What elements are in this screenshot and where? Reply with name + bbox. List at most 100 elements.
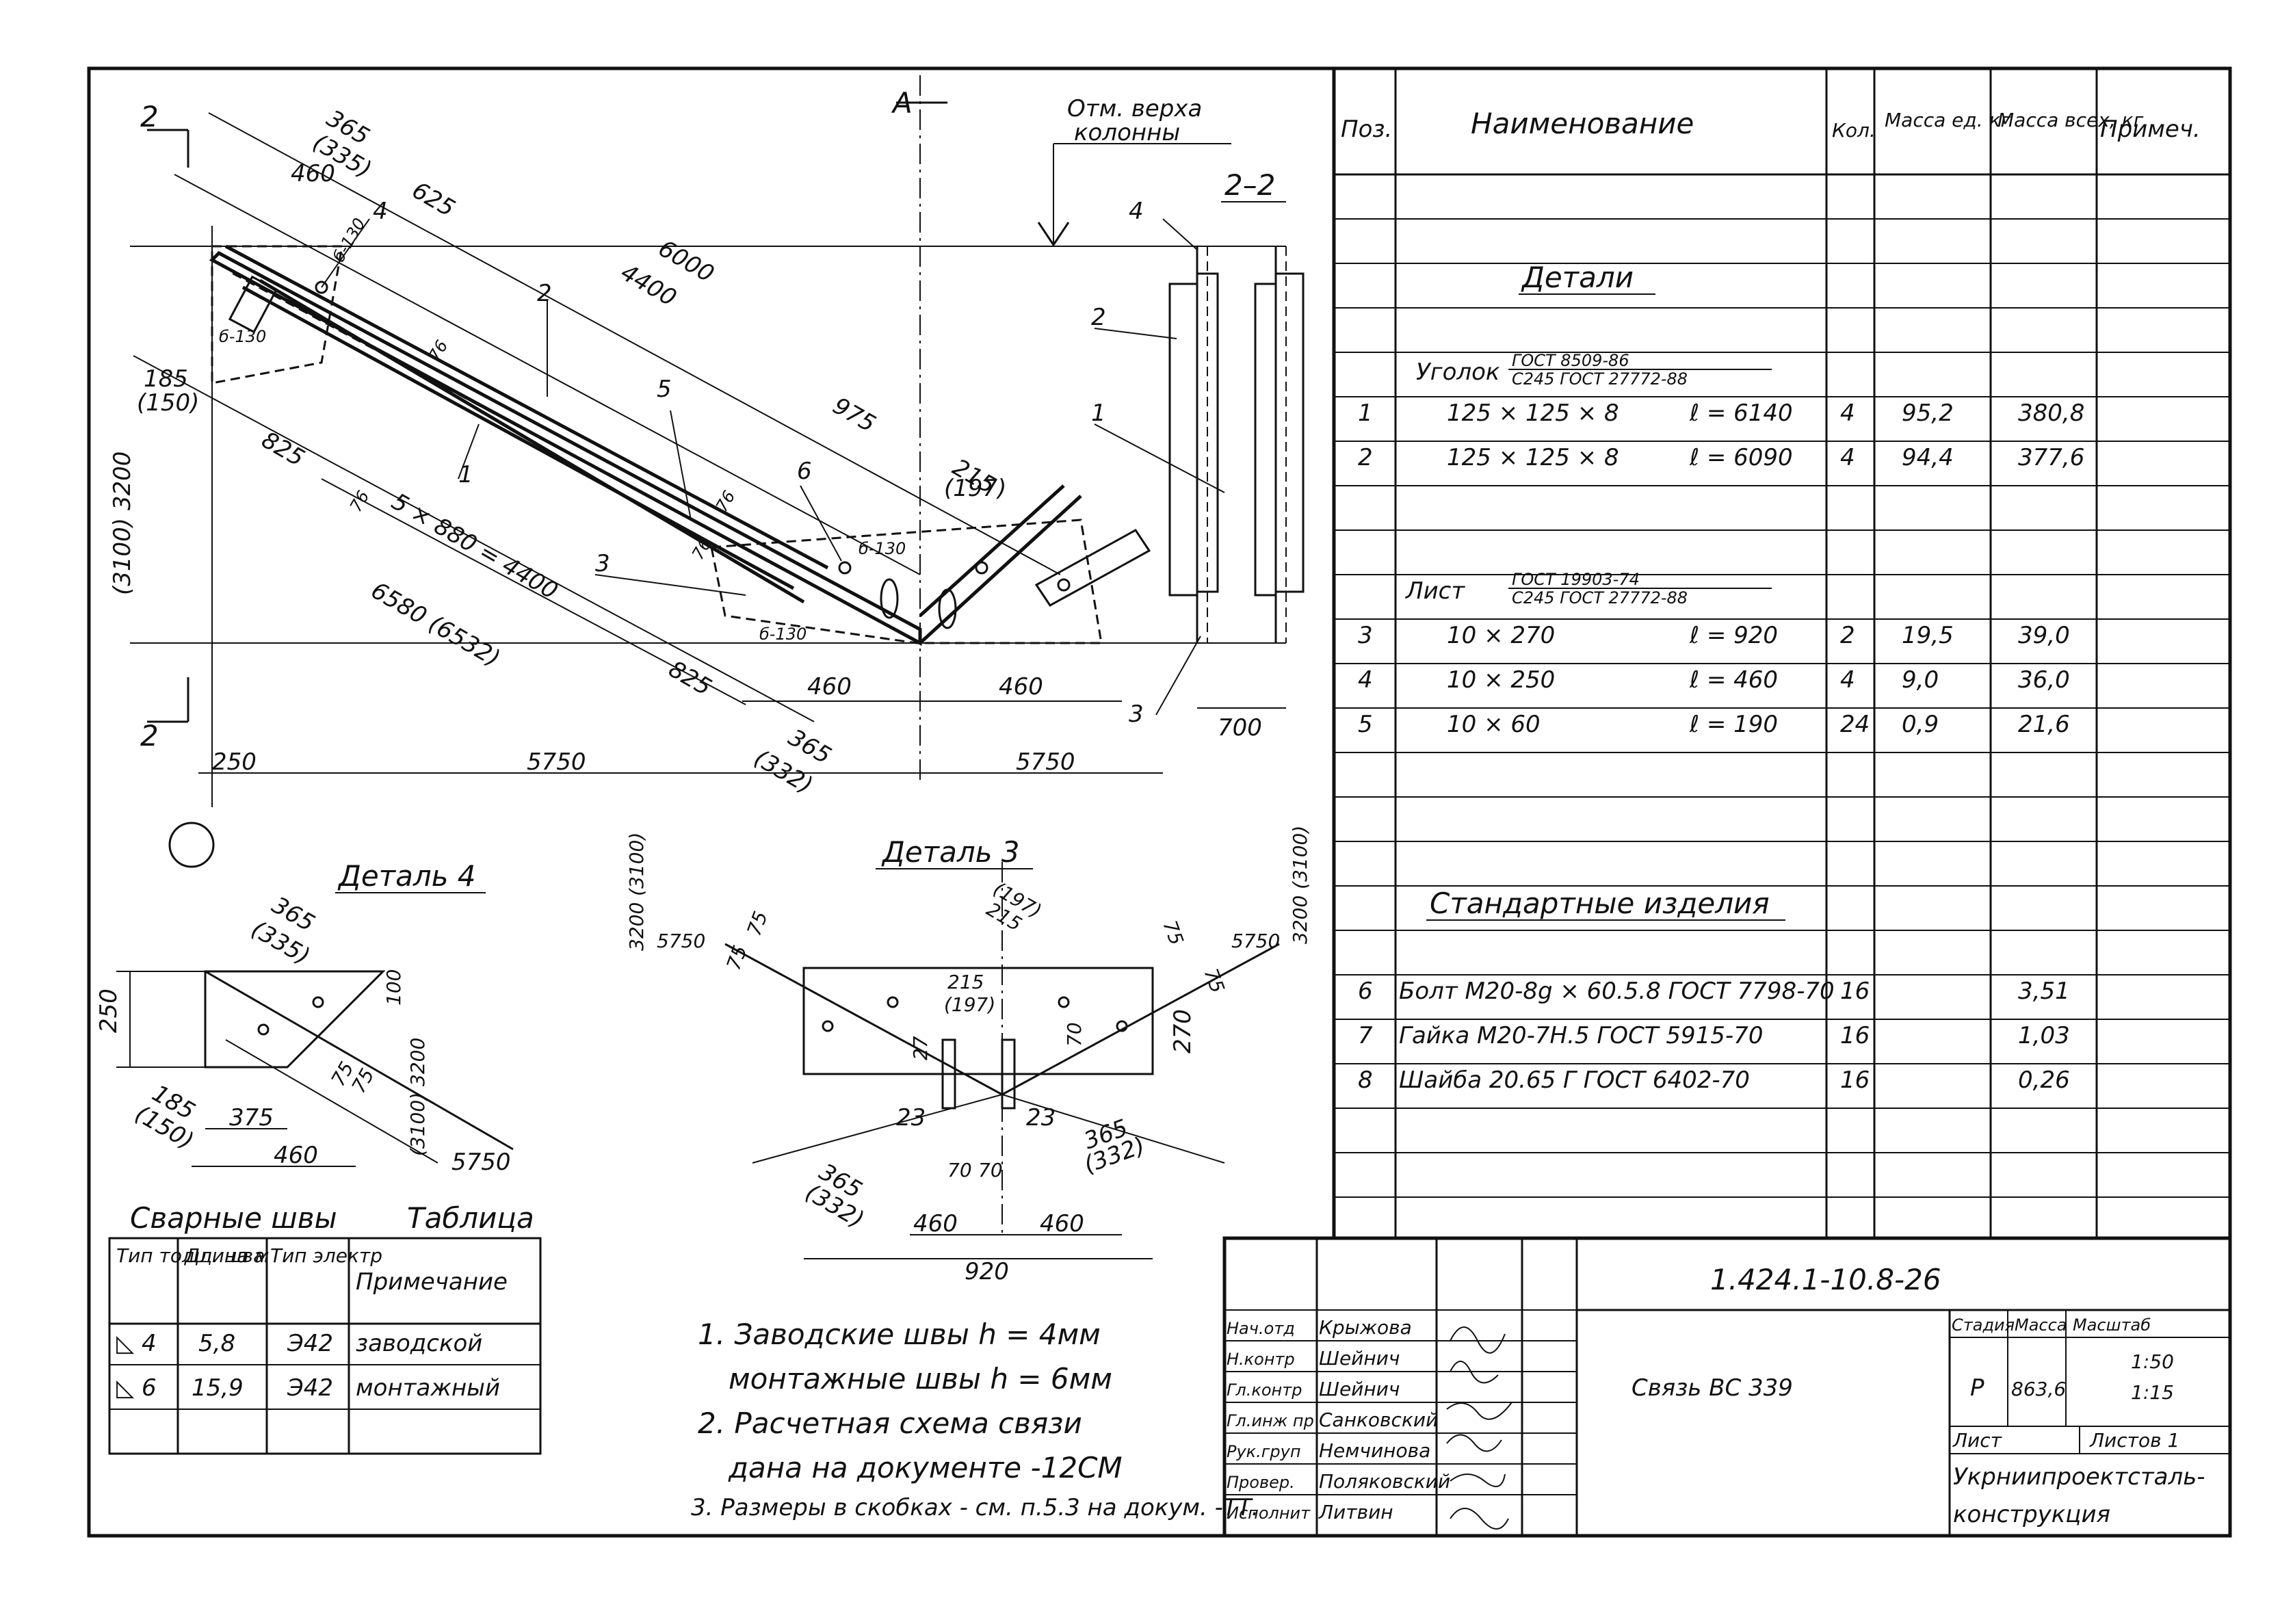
spec-row-3-name: 10 × 270 (1447, 622, 1555, 649)
dim-825-bottom: 825 (664, 655, 716, 701)
elevation-label-1: Отм. верха (1067, 95, 1202, 122)
spec-group-sheet: Лист (1404, 577, 1465, 605)
sec-callout-4: 4 (1129, 198, 1144, 225)
d3-dim-3200-left: 3200 (3100) (625, 833, 648, 951)
role-1: Нач.отд (1227, 1319, 1295, 1338)
spec-header-unit-mass: Масса ед. кг (1885, 109, 2010, 131)
axis-marker (168, 822, 215, 868)
d4-dim-460: 460 (274, 1142, 318, 1169)
weld-row1-electrode: Э42 (287, 1330, 333, 1357)
detail-4: Деталь 4 250 365 (335) 100 185 (150) 375… (95, 859, 514, 1176)
notes: 1. Заводские швы h = 4мм монтажные швы h… (691, 1318, 1259, 1521)
spec-row-4-qty: 4 (1840, 666, 1855, 694)
detail-3: Деталь 3 3200 (3100) 3200 (3100) 5750 57… (625, 826, 1311, 1285)
role-name-1: Крыжова (1319, 1316, 1412, 1339)
spec-group-sheet-gost: ГОСТ 19903-74 (1512, 570, 1640, 589)
spec-row-7-pos: 7 (1358, 1022, 1373, 1049)
dim-250: 250 (212, 748, 257, 776)
mass-label: Масса (2015, 1315, 2067, 1335)
spec-row-3-pos: 3 (1358, 622, 1373, 649)
role-name-6: Поляковский (1319, 1470, 1450, 1493)
spec-row-3-total: 39,0 (2018, 622, 2070, 649)
spec-row-6-name: Болт М20-8g × 60.5.8 ГОСТ 7798-70 (1399, 978, 1835, 1005)
d3-dim-920: 920 (965, 1258, 1009, 1285)
section-2-2: 2–2 4 2 1 3 (1091, 168, 1305, 728)
mass-value: 863,6 (2011, 1378, 2066, 1400)
dim-76-b: 76 (346, 488, 374, 515)
weld-table-title-right: Таблица (407, 1201, 534, 1235)
doc-code: 1.424.1-10.8-26 (1710, 1263, 1941, 1296)
role-3: Гл.контр (1227, 1380, 1302, 1400)
spec-row-5-qty: 24 (1840, 711, 1870, 738)
sheets-label: Листов 1 (2089, 1429, 2179, 1452)
weld-row1-length: 5,8 (198, 1330, 235, 1357)
spec-row-3-qty: 2 (1840, 622, 1855, 649)
d3-dim-23a: 23 (896, 1104, 926, 1131)
spec-row-4-unit: 9,0 (1902, 666, 1939, 694)
spec-row-5-len: ℓ = 190 (1689, 711, 1778, 738)
dim-76-a: 76 (425, 337, 452, 365)
spec-row-6-total: 3,51 (2018, 978, 2070, 1005)
dim-197: (197) (944, 475, 1006, 502)
spec-row-5-unit: 0,9 (1902, 711, 1939, 738)
weld-table: Сварные швы Таблица Тип толщ. шва Длина … (108, 1201, 542, 1455)
spec-row-4-len: ℓ = 460 (1689, 666, 1778, 694)
weld-table-title-left: Сварные швы (130, 1201, 337, 1235)
signatures (1446, 1326, 1512, 1530)
d3-dim-75c: 75 (1158, 917, 1188, 948)
stage-label: Стадия (1952, 1315, 2015, 1335)
spec-row-1-pos: 1 (1358, 400, 1373, 427)
callout-6: 6 (797, 458, 812, 485)
spec-row-2-total: 377,6 (2018, 444, 2084, 471)
role-name-4: Санковский (1319, 1409, 1438, 1431)
role-2: Н.контр (1227, 1350, 1295, 1369)
dim-150: (150) (137, 389, 199, 417)
label-b130-c: б-130 (859, 539, 906, 558)
spec-row-8-pos: 8 (1358, 1066, 1373, 1094)
spec-header-name: Наименование (1471, 107, 1694, 140)
callout-4: 4 (373, 198, 388, 225)
spec-row-2-len: ℓ = 6090 (1689, 444, 1793, 471)
spec-row-1-len: ℓ = 6140 (1689, 400, 1793, 427)
spec-row-5-name: 10 × 60 (1447, 711, 1541, 738)
spec-group-angle-gost: ГОСТ 8509-86 (1512, 351, 1629, 370)
dim-5750-b: 5750 (1016, 748, 1075, 776)
brace-angle-bottom (241, 285, 795, 590)
spec-row-7-name: Гайка М20-7Н.5 ГОСТ 5915-70 (1399, 1022, 1763, 1049)
d3-dim-75d: 75 (1199, 965, 1229, 996)
weld-header-length: Длина м (183, 1244, 269, 1267)
spec-section-details: Детали (1521, 261, 1634, 294)
d4-dim-100: 100 (382, 969, 405, 1006)
d3-dim-460a: 460 (913, 1210, 958, 1237)
elevation-label-2: колонны (1074, 119, 1180, 146)
section-mark-top: 2 (140, 100, 159, 133)
callout-1: 1 (458, 461, 473, 488)
dim-76-c: 76 (712, 488, 739, 515)
stage-value: Р (1970, 1374, 1984, 1402)
note-1b: монтажные швы h = 6мм (729, 1362, 1112, 1396)
dim-76-d: 76 (688, 536, 716, 563)
spec-row-2-unit: 94,4 (1902, 444, 1954, 471)
weld-header-type: Тип толщ. шва (116, 1244, 265, 1267)
spec-row-2-pos: 2 (1358, 444, 1373, 471)
spec-group-angle-steel: С245 ГОСТ 27772-88 (1512, 369, 1688, 389)
d3-dim-270: 270 (1169, 1009, 1196, 1053)
d4-dim-375: 375 (229, 1104, 274, 1131)
role-name-3: Шейнич (1319, 1378, 1400, 1400)
dim-5750-a: 5750 (527, 748, 586, 776)
label-b130-b: б-130 (219, 327, 266, 346)
spec-row-3-unit: 19,5 (1902, 622, 1954, 649)
org-line-1: Укрниипроектсталь- (1953, 1463, 2205, 1491)
sec-callout-2: 2 (1091, 304, 1106, 331)
detail4-title: Деталь 4 (337, 859, 476, 893)
weld-header-electrode: Тип электр (270, 1244, 382, 1267)
main-elevation: 2 2 А Отм. верха колонны (109, 75, 1286, 868)
role-name-2: Шейнич (1319, 1347, 1400, 1370)
title-block: 1.424.1-10.8-26 Связь ВС 339 Стадия Масс… (1222, 1236, 2232, 1538)
d3-dim-3200-right: 3200 (3100) (1289, 826, 1311, 944)
spec-row-1-total: 380,8 (2018, 400, 2084, 427)
spec-group-angle: Уголок (1416, 358, 1500, 386)
role-7: Исполнит (1227, 1504, 1311, 1523)
spec-row-5-pos: 5 (1358, 711, 1373, 738)
d4-dim-5750: 5750 (451, 1149, 511, 1176)
